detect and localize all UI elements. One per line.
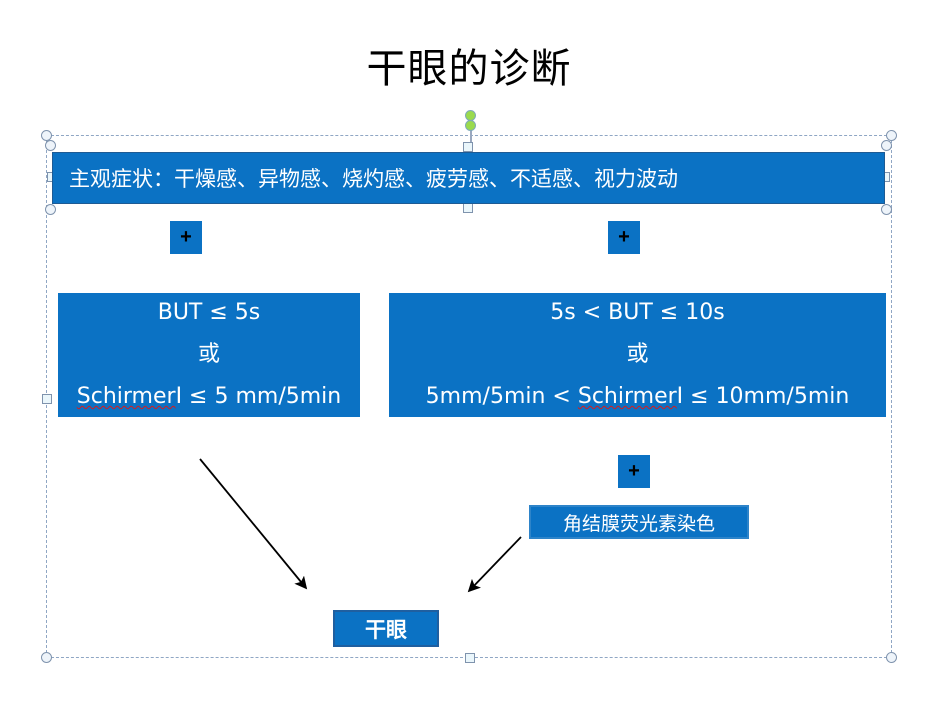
criteria-right-line1: 5s < BUT ≤ 10s xyxy=(550,300,725,325)
banner-handle-bottom-center[interactable] xyxy=(463,203,473,213)
stain-test-text: 角结膜荧光素染色 xyxy=(562,512,715,535)
criteria-left-line3: SchirmerⅠ ≤ 5 mm/5min xyxy=(77,376,341,418)
banner-handle-bottom-right[interactable] xyxy=(881,204,892,215)
rotate-handle-stem xyxy=(470,122,472,148)
plus-icon: + xyxy=(180,226,192,248)
symptom-banner-text: 主观症状：干燥感、异物感、烧灼感、疲劳感、不适感、视力波动 xyxy=(69,167,678,191)
criteria-left-line3-suffix: Ⅰ ≤ 5 mm/5min xyxy=(175,384,342,409)
result-box-text: 干眼 xyxy=(365,617,407,642)
criteria-left-line2: 或 xyxy=(197,342,220,367)
banner-handle-top-right[interactable] xyxy=(881,140,892,151)
criteria-left-spellcheck-word: Schirmer xyxy=(76,384,176,409)
symptom-banner-shape[interactable]: 主观症状：干燥感、异物感、烧灼感、疲劳感、不适感、视力波动 xyxy=(52,152,885,204)
plus-connector-left[interactable]: + xyxy=(170,221,202,254)
criteria-right-spellcheck-word: Schirmer xyxy=(577,384,677,409)
banner-handle-bottom-left[interactable] xyxy=(45,204,56,215)
criteria-left-line1: BUT ≤ 5s xyxy=(157,300,261,325)
criteria-right-line3-prefix: 5mm/5min < xyxy=(425,384,578,409)
handle-top-right[interactable] xyxy=(886,130,897,141)
banner-handle-top-center[interactable] xyxy=(463,142,473,152)
handle-bottom-right[interactable] xyxy=(886,652,897,663)
plus-connector-stain[interactable]: + xyxy=(618,455,650,488)
criteria-right-line2: 或 xyxy=(626,342,649,367)
criteria-right-line3-suffix: Ⅰ ≤ 10mm/5min xyxy=(676,384,850,409)
criteria-box-right[interactable]: 5s < BUT ≤ 10s 或 5mm/5min < SchirmerⅠ ≤ … xyxy=(389,293,886,417)
group-selection-frame[interactable] xyxy=(41,130,897,663)
handle-bottom-left[interactable] xyxy=(41,652,52,663)
plus-icon: + xyxy=(618,226,630,248)
handle-middle-left[interactable] xyxy=(42,394,52,404)
plus-icon: + xyxy=(628,460,640,482)
plus-connector-right[interactable]: + xyxy=(608,221,640,254)
result-box-dry-eye[interactable]: 干眼 xyxy=(333,610,439,647)
page-title: 干眼的诊断 xyxy=(366,46,572,92)
banner-handle-top-left[interactable] xyxy=(45,140,56,151)
rotate-handle[interactable] xyxy=(463,110,479,152)
criteria-right-line3: 5mm/5min < SchirmerⅠ ≤ 10mm/5min xyxy=(426,376,850,418)
stain-test-box[interactable]: 角结膜荧光素染色 xyxy=(529,505,749,539)
handle-bottom-center[interactable] xyxy=(465,653,475,663)
criteria-box-left[interactable]: BUT ≤ 5s 或 SchirmerⅠ ≤ 5 mm/5min xyxy=(58,293,360,417)
rotate-handle-ball-lower[interactable] xyxy=(465,120,476,131)
